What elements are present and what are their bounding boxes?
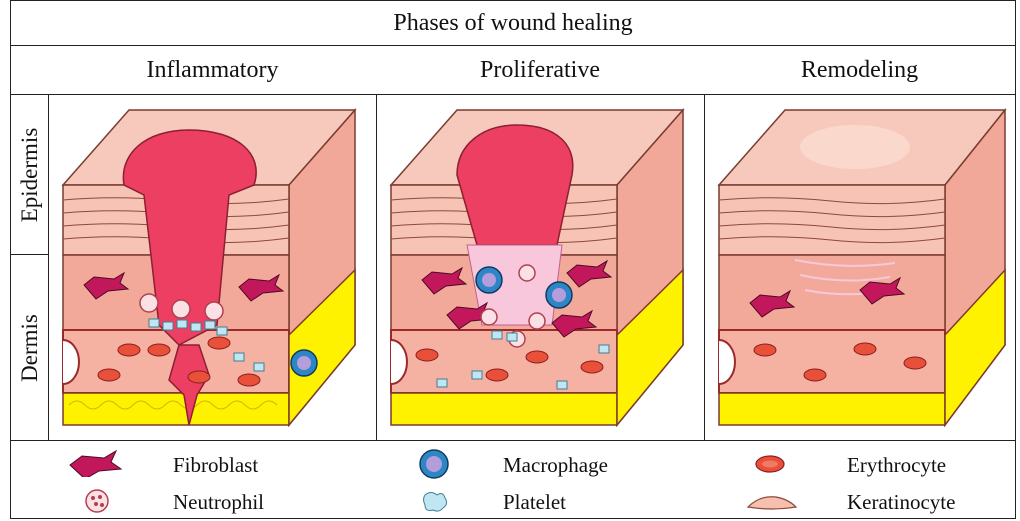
figure-frame: Phases of wound healing Inflammatory Pro… [10, 0, 1016, 519]
panel-proliferative [377, 95, 705, 440]
phase-label-proliferative: Proliferative [376, 46, 704, 94]
dermis-label: Dermis [17, 314, 43, 382]
epidermis-label: Epidermis [17, 127, 43, 222]
legend-keratinocyte: Keratinocyte [847, 490, 955, 515]
legend: Fibroblast Neutrophil Macrophage Platele… [11, 440, 1015, 521]
epidermis-label-cell: Epidermis [11, 95, 49, 255]
fibroblast-icon [66, 449, 126, 477]
legend-erythrocyte: Erythrocyte [847, 453, 946, 478]
panel-inflammatory [49, 95, 377, 440]
macrophage-icon [417, 447, 451, 481]
legend-macrophage: Macrophage [503, 453, 608, 478]
dermis-label-cell: Dermis [11, 255, 49, 440]
legend-platelet: Platelet [503, 490, 566, 515]
inflammatory-skin-block [49, 95, 375, 439]
neutrophil-icon [83, 487, 111, 515]
remodeling-skin-block [705, 95, 1015, 439]
proliferative-skin-block [377, 95, 703, 439]
figure-title: Phases of wound healing [11, 1, 1015, 46]
platelet-icon [421, 489, 449, 513]
phase-header-row: Inflammatory Proliferative Remodeling [11, 46, 1015, 95]
erythrocyte-icon [753, 453, 787, 475]
phase-label-inflammatory: Inflammatory [49, 46, 376, 94]
panel-remodeling [705, 95, 1015, 440]
phase-label-remodeling: Remodeling [704, 46, 1015, 94]
keratinocyte-icon [746, 491, 798, 513]
legend-fibroblast: Fibroblast [173, 453, 258, 478]
legend-neutrophil: Neutrophil [173, 490, 264, 515]
